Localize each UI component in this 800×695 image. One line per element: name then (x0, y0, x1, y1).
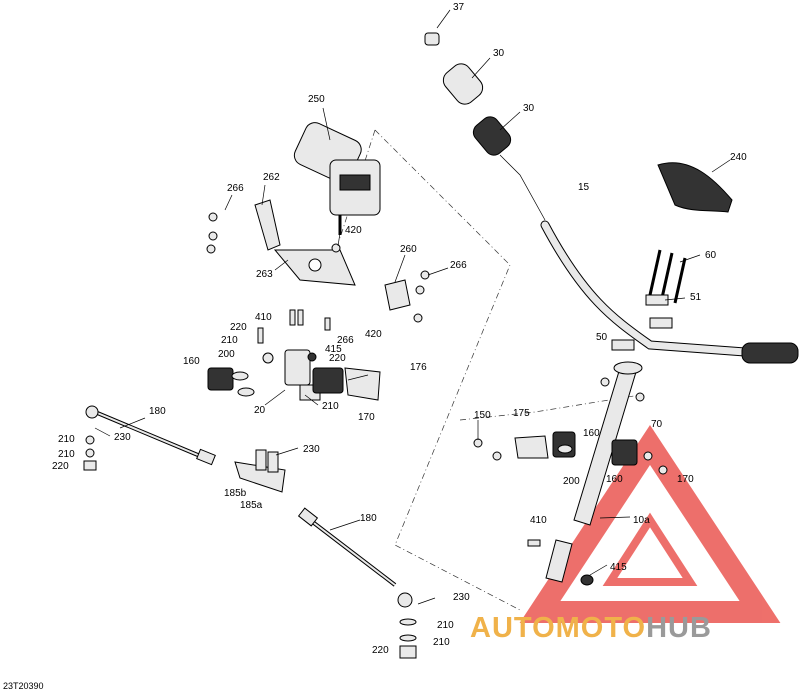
callout-50: 50 (596, 332, 608, 343)
callout-10a: 10a (633, 515, 650, 526)
callout-250: 250 (308, 94, 325, 105)
callout-150: 150 (474, 410, 491, 421)
steering-column-shaft (545, 361, 643, 586)
callout-420: 420 (365, 329, 382, 340)
callout-180: 180 (149, 406, 166, 417)
callout-266: 266 (450, 260, 467, 271)
power-steering-unit (293, 122, 381, 235)
callout-210: 210 (433, 637, 450, 648)
callout-leaders (94, 9, 731, 605)
callout-51: 51 (690, 292, 702, 303)
watermark-text-part2: HUB (646, 612, 712, 644)
callout-170: 170 (677, 474, 694, 485)
callout-410: 410 (255, 312, 272, 323)
callout-220: 220 (329, 353, 346, 364)
callout-labels: 37 30 30 250 240 15 266 262 420 260 266 … (52, 2, 747, 656)
watermark-text-part1: AUTOMOTO (470, 612, 647, 644)
callout-263: 263 (256, 269, 273, 280)
tie-rod-right (297, 507, 413, 608)
callout-60: 60 (705, 250, 717, 261)
steering-arm-185 (234, 449, 286, 493)
callout-185b: 185b (224, 488, 247, 499)
callout-30-left-grip: 30 (493, 48, 505, 59)
callout-200: 200 (563, 476, 580, 487)
watermark-logo (519, 425, 781, 623)
callout-200: 200 (218, 349, 235, 360)
callout-230: 230 (114, 432, 131, 443)
callout-170: 170 (358, 412, 375, 423)
callout-37: 37 (453, 2, 465, 13)
callout-15: 15 (578, 182, 590, 193)
callout-230: 230 (453, 592, 470, 603)
bar-end-plug (424, 32, 440, 46)
callout-220: 220 (372, 645, 389, 656)
callout-210: 210 (437, 620, 454, 631)
callout-266: 266 (337, 335, 354, 346)
callout-210: 210 (58, 449, 75, 460)
callout-70: 70 (651, 419, 663, 430)
callout-30-right-grip: 30 (523, 103, 535, 114)
handlebar (499, 154, 799, 364)
grip-left (442, 63, 484, 105)
handlebar-clamp-bolts (611, 249, 687, 351)
mounting-bracket-262 (254, 199, 281, 251)
callout-220: 220 (52, 461, 69, 472)
grip-right (472, 116, 512, 156)
callout-180: 180 (360, 513, 377, 524)
callout-210: 210 (58, 434, 75, 445)
callout-240: 240 (730, 152, 747, 163)
callout-415: 415 (325, 344, 342, 355)
callout-266: 266 (227, 183, 244, 194)
callout-160: 160 (183, 356, 200, 367)
callout-175: 175 (513, 408, 530, 419)
callout-262: 262 (263, 172, 280, 183)
callout-420: 420 (345, 225, 362, 236)
watermark-text: AUTOMOTOHUB (470, 612, 712, 645)
callout-220: 220 (230, 322, 247, 333)
callout-260: 260 (400, 244, 417, 255)
callout-410: 410 (530, 515, 547, 526)
bearing-block-left (207, 349, 381, 401)
callout-160: 160 (583, 428, 600, 439)
drawing-code: 23T20390 (3, 681, 44, 691)
callout-210: 210 (221, 335, 238, 346)
handlebar-pad (657, 162, 733, 213)
bracket-260 (384, 279, 411, 311)
callout-185a: 185a (240, 500, 263, 511)
callout-415: 415 (610, 562, 627, 573)
callout-176: 176 (410, 362, 427, 373)
callout-20: 20 (254, 405, 266, 416)
callout-230: 230 (303, 444, 320, 455)
bearing-block-right (514, 431, 638, 466)
tie-rod-left (85, 405, 216, 466)
mounting-plate-263 (273, 249, 356, 286)
callout-210: 210 (322, 401, 339, 412)
callout-160: 160 (606, 474, 623, 485)
